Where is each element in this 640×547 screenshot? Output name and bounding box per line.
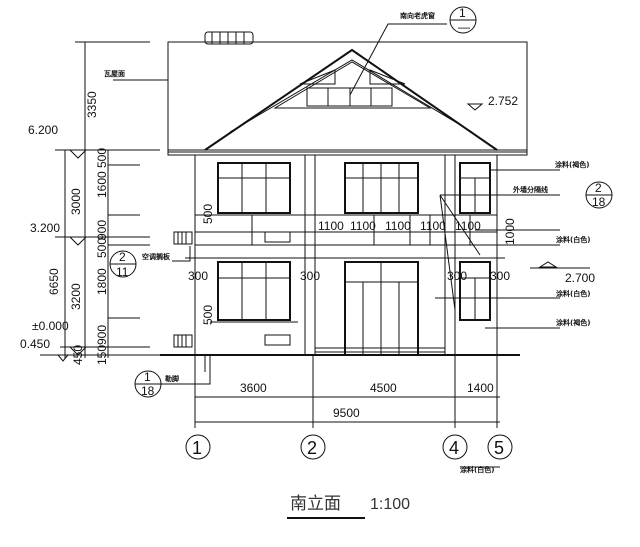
svg-text:500: 500 xyxy=(201,204,215,224)
svg-text:1100: 1100 xyxy=(318,219,344,233)
svg-text:南立面: 南立面 xyxy=(290,494,341,514)
svg-text:1:100: 1:100 xyxy=(370,496,410,513)
svg-text:3350: 3350 xyxy=(85,91,99,118)
window-lower-left xyxy=(217,261,291,321)
svg-text:—: — xyxy=(458,20,470,34)
svg-text:450: 450 xyxy=(71,345,85,365)
svg-text:涂料(白色): 涂料(白色) xyxy=(556,289,590,298)
svg-text:外墙分隔线: 外墙分隔线 xyxy=(513,185,548,194)
svg-text:1: 1 xyxy=(144,370,151,384)
svg-text:6.200: 6.200 xyxy=(28,123,58,137)
svg-text:南向老虎窗: 南向老虎窗 xyxy=(400,11,435,20)
svg-text:涂料(白色): 涂料(白色) xyxy=(556,235,590,244)
svg-text:300: 300 xyxy=(300,269,320,283)
svg-text:9500: 9500 xyxy=(333,406,360,420)
detail-ref-plinth: 1 18 xyxy=(134,370,162,398)
svg-text:18: 18 xyxy=(141,384,155,398)
svg-text:3600: 3600 xyxy=(240,381,267,395)
svg-text:500: 500 xyxy=(201,305,215,325)
svg-text:涂料(白色): 涂料(白色) xyxy=(460,465,494,474)
svg-text:勒脚: 勒脚 xyxy=(165,374,179,383)
vertical-dimensions: 3350 6650 3000 3200 500 1600 900 500 180… xyxy=(20,41,160,365)
svg-text:11: 11 xyxy=(116,265,129,279)
building-body xyxy=(160,155,520,372)
svg-text:瓦屋面: 瓦屋面 xyxy=(104,69,125,78)
svg-text:150: 150 xyxy=(95,345,109,365)
detail-ref-dormer: 1 — xyxy=(449,6,477,34)
svg-text:2: 2 xyxy=(595,181,602,195)
axis-4 xyxy=(442,434,468,460)
balcony-dimensions: 1100 1100 1100 1100 1100 1000 500 300 30… xyxy=(188,94,518,325)
svg-text:涂料(褐色): 涂料(褐色) xyxy=(555,160,589,169)
chimney xyxy=(204,31,254,45)
tile-roof xyxy=(167,41,528,156)
ac-shelf-upper xyxy=(173,231,193,245)
svg-text:3000: 3000 xyxy=(69,188,83,215)
svg-text:2.700: 2.700 xyxy=(565,271,595,285)
svg-text:5: 5 xyxy=(494,438,504,458)
svg-text:2: 2 xyxy=(119,250,126,264)
dormer-window xyxy=(273,61,432,109)
svg-text:1100: 1100 xyxy=(385,219,411,233)
drawing-title: 南立面 1:100 xyxy=(287,494,410,519)
svg-text:1: 1 xyxy=(459,6,466,20)
svg-text:18: 18 xyxy=(592,195,606,209)
svg-text:500: 500 xyxy=(95,148,109,168)
svg-text:1: 1 xyxy=(192,438,202,458)
svg-text:0.450: 0.450 xyxy=(20,337,50,351)
axis-5 xyxy=(487,434,513,460)
balcony-railing xyxy=(194,214,498,246)
svg-text:1400: 1400 xyxy=(467,381,494,395)
axis-markers: 1 2 4 5 xyxy=(185,434,513,460)
svg-text:1100: 1100 xyxy=(420,219,446,233)
svg-text:空调搁板: 空调搁板 xyxy=(142,252,171,261)
svg-text:4500: 4500 xyxy=(370,381,397,395)
window-upper-left xyxy=(217,162,291,214)
svg-text:300: 300 xyxy=(188,269,208,283)
svg-text:1000: 1000 xyxy=(503,218,517,245)
axis-2 xyxy=(300,434,326,460)
svg-text:1800: 1800 xyxy=(95,268,109,295)
svg-text:900: 900 xyxy=(95,220,109,240)
ac-shelf-lower xyxy=(173,334,193,348)
detail-ref-wall-divider: 2 18 xyxy=(585,181,613,209)
horizontal-dimensions: 3600 4500 1400 9500 xyxy=(194,355,500,428)
svg-text:6650: 6650 xyxy=(47,268,61,295)
svg-text:2: 2 xyxy=(307,438,317,458)
svg-text:±0.000: ±0.000 xyxy=(32,319,69,333)
svg-text:900: 900 xyxy=(95,325,109,345)
svg-text:3.200: 3.200 xyxy=(30,221,60,235)
svg-text:1600: 1600 xyxy=(95,171,109,198)
axis-1 xyxy=(185,434,211,460)
svg-text:2.752: 2.752 xyxy=(488,94,518,108)
annotations: 南向老虎窗 瓦屋面 涂料(褐色) 外墙分隔线 涂料(白色) 涂料(白色) 涂料(… xyxy=(104,11,595,474)
svg-text:1100: 1100 xyxy=(455,219,481,233)
svg-text:300: 300 xyxy=(447,269,467,283)
svg-text:500: 500 xyxy=(95,238,109,258)
svg-text:3200: 3200 xyxy=(69,283,83,310)
detail-ref-ac-shelf: 2 11 xyxy=(109,250,137,279)
svg-text:1100: 1100 xyxy=(350,219,376,233)
svg-text:300: 300 xyxy=(490,269,510,283)
svg-text:涂料(褐色): 涂料(褐色) xyxy=(556,318,590,327)
svg-text:4: 4 xyxy=(449,438,459,458)
